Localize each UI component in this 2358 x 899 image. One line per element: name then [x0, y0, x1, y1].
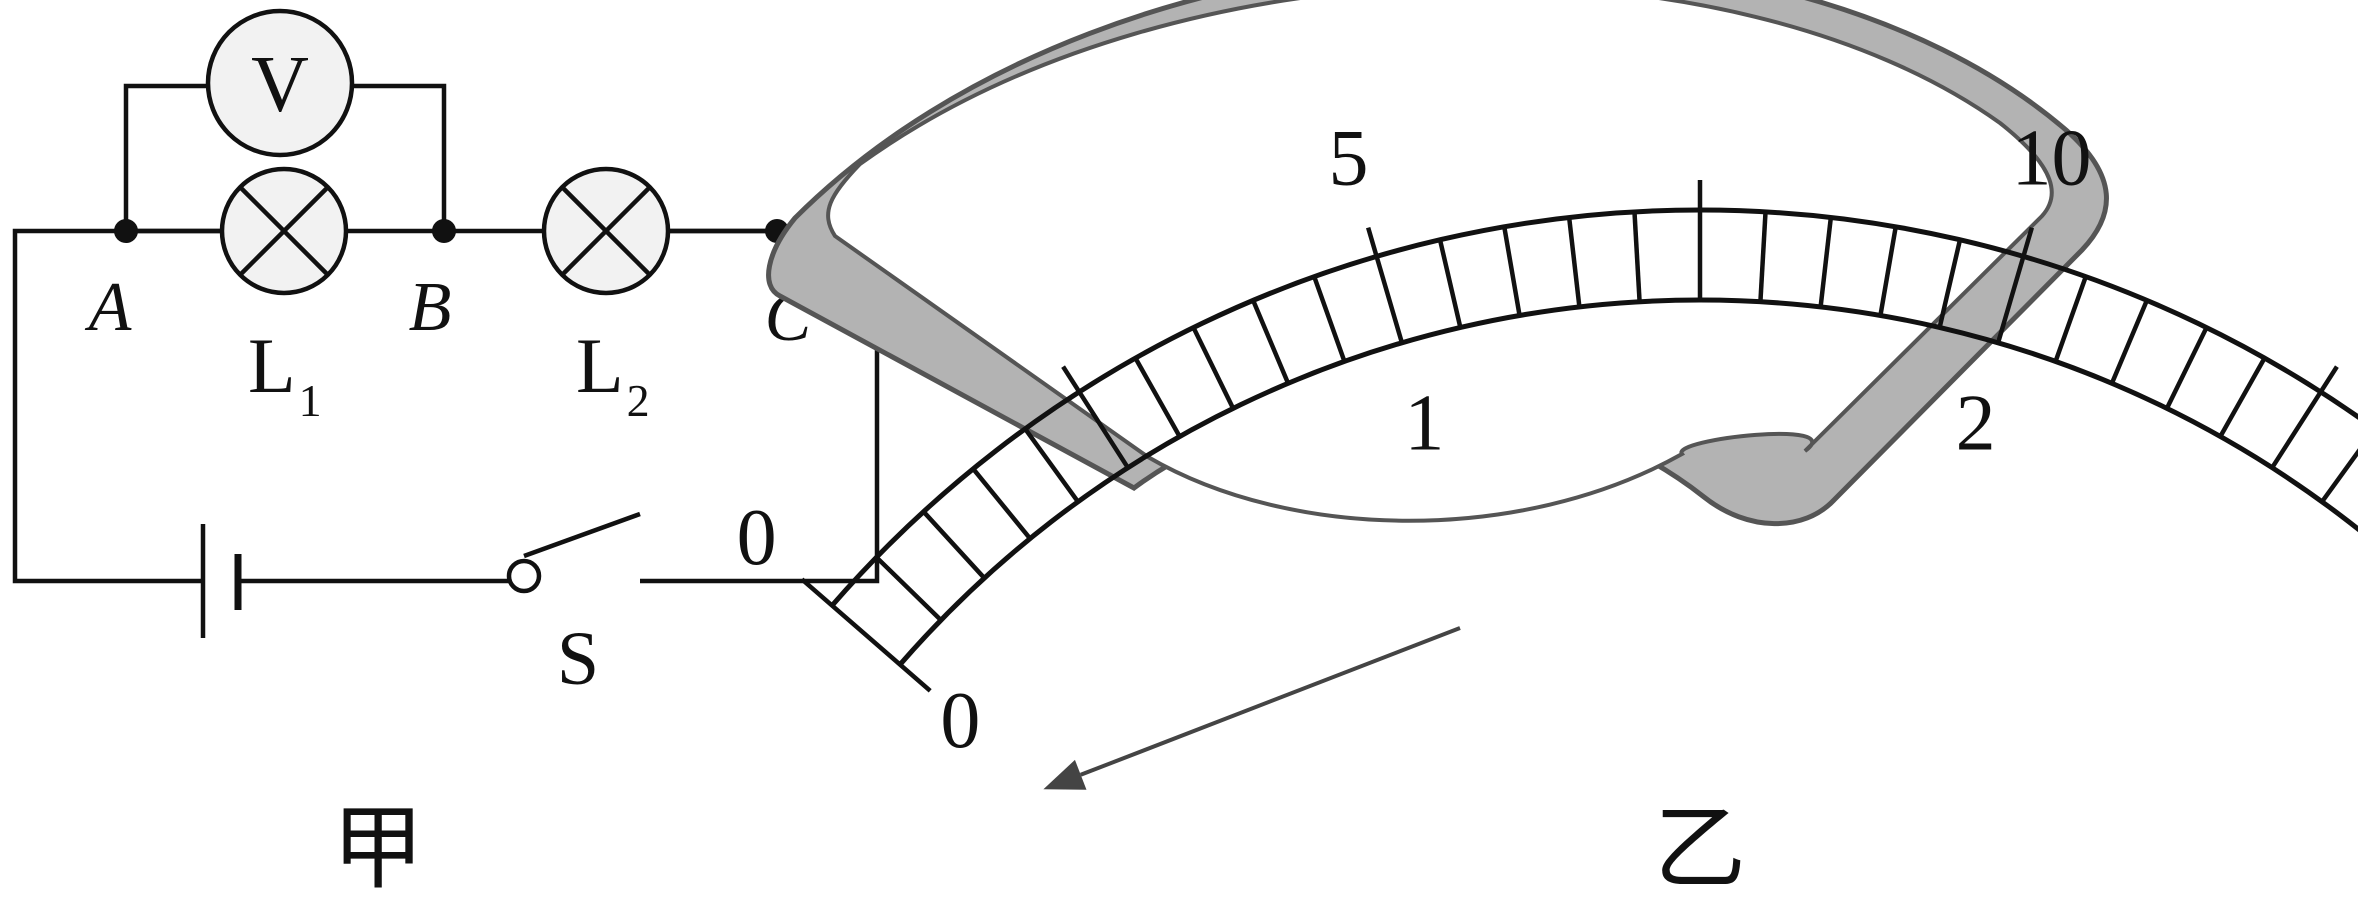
lamp-l2 — [541, 166, 671, 296]
switch-blade[interactable] — [523, 511, 641, 559]
scale-tick — [874, 555, 943, 622]
meter-pointer — [1043, 626, 1461, 790]
scale-tick — [1878, 226, 1898, 316]
scale-tick — [1937, 239, 1963, 328]
lower-scale-label: 1 — [1404, 380, 1444, 468]
scale-tick — [1061, 365, 1130, 469]
scale-tick — [1365, 226, 1405, 344]
node-a-label: A — [85, 269, 132, 346]
scale-tick — [1437, 239, 1463, 328]
node-a-dot — [114, 219, 138, 243]
node-b-label: B — [409, 269, 452, 346]
upper-scale-label: 0 — [737, 494, 777, 582]
lower-scale-label: 2 — [1956, 380, 1996, 468]
meter-scale — [800, 180, 2358, 693]
caption-yi: 乙 — [1654, 795, 1746, 899]
scale-tick — [1632, 211, 1642, 302]
upper-scale-label: 5 — [1328, 114, 1368, 202]
voltmeter-symbol: V — [251, 41, 309, 129]
scale-tick — [2270, 365, 2339, 469]
switch-pivot[interactable] — [506, 558, 542, 594]
scale-tick — [1251, 299, 1291, 385]
scale-tick — [1502, 226, 1522, 316]
lamp-l1-label: L1 — [248, 322, 322, 426]
circuit-diagram — [12, 8, 880, 638]
meter-scale-labels: 0510150123 — [737, 114, 2092, 765]
meter — [766, 0, 2109, 527]
pointer-arrowhead — [1043, 759, 1087, 790]
scale-tick — [1818, 217, 1834, 308]
scale-tick — [800, 577, 932, 693]
caption-jia: 甲 — [332, 795, 424, 899]
wire-voltmeter-left — [123, 83, 208, 231]
scale-tick — [921, 510, 986, 580]
scale-tick — [971, 467, 1032, 540]
scale-tick — [2109, 299, 2149, 385]
lamp-l1 — [219, 166, 349, 296]
lamp-l2-label: L2 — [576, 322, 650, 426]
scale-tick — [1133, 356, 1182, 438]
scale-tick — [1191, 326, 1236, 410]
meter-face — [826, 0, 2054, 523]
scale-tick — [1566, 217, 1582, 308]
lower-scale-label: 0 — [940, 677, 980, 765]
scale-inner-arc — [898, 297, 2358, 667]
pointer-needle — [1079, 626, 1461, 777]
upper-scale-label: 10 — [2012, 114, 2092, 202]
switch-label: S — [557, 617, 599, 701]
scale-tick — [1995, 226, 2035, 344]
voltmeter — [205, 8, 355, 158]
scale-tick — [1312, 275, 1347, 363]
node-b-dot — [432, 219, 456, 243]
scale-tick — [2164, 326, 2209, 410]
scale-tick — [1023, 427, 1080, 504]
scale-tick — [1758, 211, 1768, 302]
scale-tick — [2218, 356, 2267, 438]
scale-tick — [2320, 448, 2358, 504]
scale-tick — [2053, 275, 2088, 363]
wire-voltmeter-right — [352, 83, 447, 231]
